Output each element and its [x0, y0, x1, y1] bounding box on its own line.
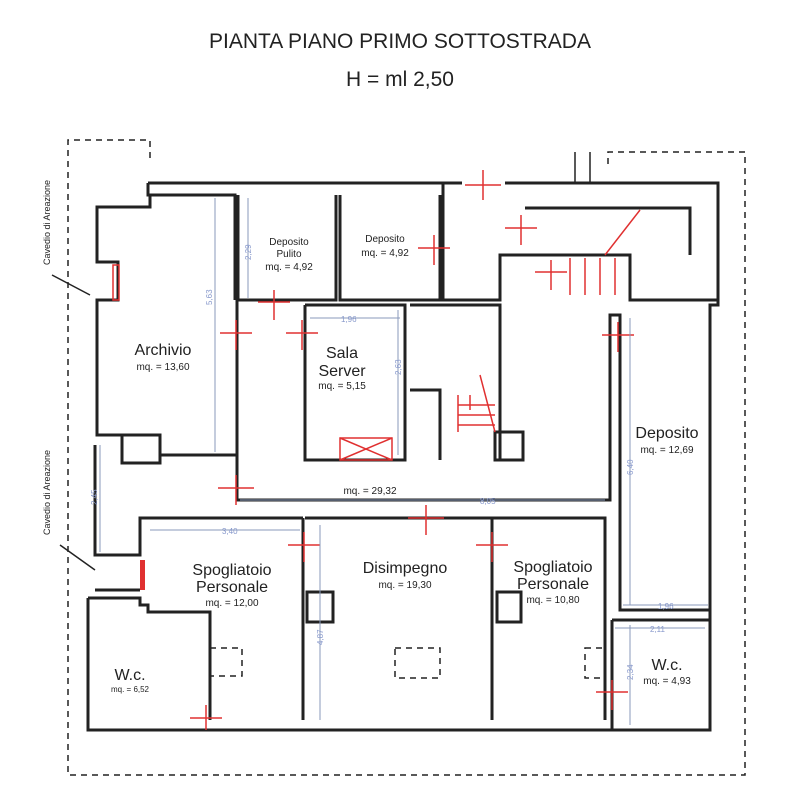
room-area: mq. = 4,92	[361, 248, 409, 259]
room-area: mq. = 4,93	[643, 676, 691, 687]
room-name: Personale	[517, 576, 589, 593]
room-area: mq. = 19,30	[378, 580, 432, 591]
room-area: mq. = 4,92	[265, 262, 313, 273]
dimension-labels: 5,63 2,29 1,96 2,63 2,45 3,40 8,05 4,87 …	[90, 244, 674, 680]
dim-deposito-height: 6,40	[626, 459, 635, 475]
room-name: Pulito	[276, 249, 301, 260]
room-deposito-pulito: Deposito Pulito mq. = 4,92	[265, 237, 313, 273]
dim-corridor-width: 8,05	[480, 497, 496, 506]
dim-server-height: 2,63	[394, 359, 403, 375]
door-marks	[112, 170, 634, 730]
dimension-lines	[99, 198, 708, 725]
room-spogliatoio-right: Spogliatoio Personale mq. = 10,80	[513, 559, 592, 606]
room-disimpegno: Disimpegno mq. = 19,30	[363, 560, 448, 591]
room-name: Deposito	[635, 425, 698, 442]
room-sala-server: Sala Server mq. = 5,15	[318, 345, 366, 392]
room-name: Personale	[196, 579, 268, 596]
room-name: W.c.	[114, 667, 145, 684]
dim-cavedio-height: 2,45	[90, 489, 99, 505]
room-name: Deposito	[269, 237, 309, 248]
room-name: Archivio	[135, 342, 192, 359]
room-name: Spogliatoio	[513, 559, 592, 576]
room-wc-right: W.c. mq. = 4,93	[643, 657, 691, 687]
dim-wc-height: 2,34	[626, 664, 635, 680]
room-area: mq. = 5,15	[318, 381, 366, 392]
room-deposito-large: Deposito mq. = 12,69	[635, 425, 698, 456]
room-name: Deposito	[365, 234, 405, 245]
room-corridor: mq. = 29,32	[343, 486, 397, 497]
room-name: Server	[318, 363, 366, 380]
dim-wc-width: 2,11	[650, 625, 666, 634]
room-area: mq. = 29,32	[343, 486, 397, 497]
dim-deposito-pulito-height: 2,29	[244, 244, 253, 260]
room-name: Sala	[326, 345, 358, 362]
room-deposito-small: Deposito mq. = 4,92	[361, 234, 409, 259]
room-name: W.c.	[651, 657, 682, 674]
room-name: Spogliatoio	[192, 562, 271, 579]
cavedio-label-bottom: Cavedio di Areazione	[42, 450, 52, 535]
dim-deposito-width: 1,96	[658, 602, 674, 611]
dim-spogliatoio-width: 3,40	[222, 527, 238, 536]
stairs	[339, 209, 641, 461]
plan-title: PIANTA PIANO PRIMO SOTTOSTRADA	[209, 30, 591, 53]
room-area: mq. = 12,00	[205, 598, 259, 609]
room-area: mq. = 10,80	[526, 595, 580, 606]
dim-server-width: 1,96	[341, 315, 357, 324]
dim-disimpegno-height: 4,87	[316, 629, 325, 645]
room-area: mq. = 6,52	[111, 685, 150, 694]
dim-archivio-height: 5,63	[205, 289, 214, 305]
room-area: mq. = 12,69	[640, 445, 694, 456]
room-name: Disimpegno	[363, 560, 448, 577]
room-archivio: Archivio mq. = 13,60	[135, 342, 192, 373]
room-wc-left: W.c. mq. = 6,52	[111, 667, 150, 694]
room-area: mq. = 13,60	[136, 362, 190, 373]
plan-height: H = ml 2,50	[346, 68, 454, 91]
room-spogliatoio-left: Spogliatoio Personale mq. = 12,00	[192, 562, 271, 609]
cavedio-label-top: Cavedio di Areazione	[42, 180, 52, 265]
